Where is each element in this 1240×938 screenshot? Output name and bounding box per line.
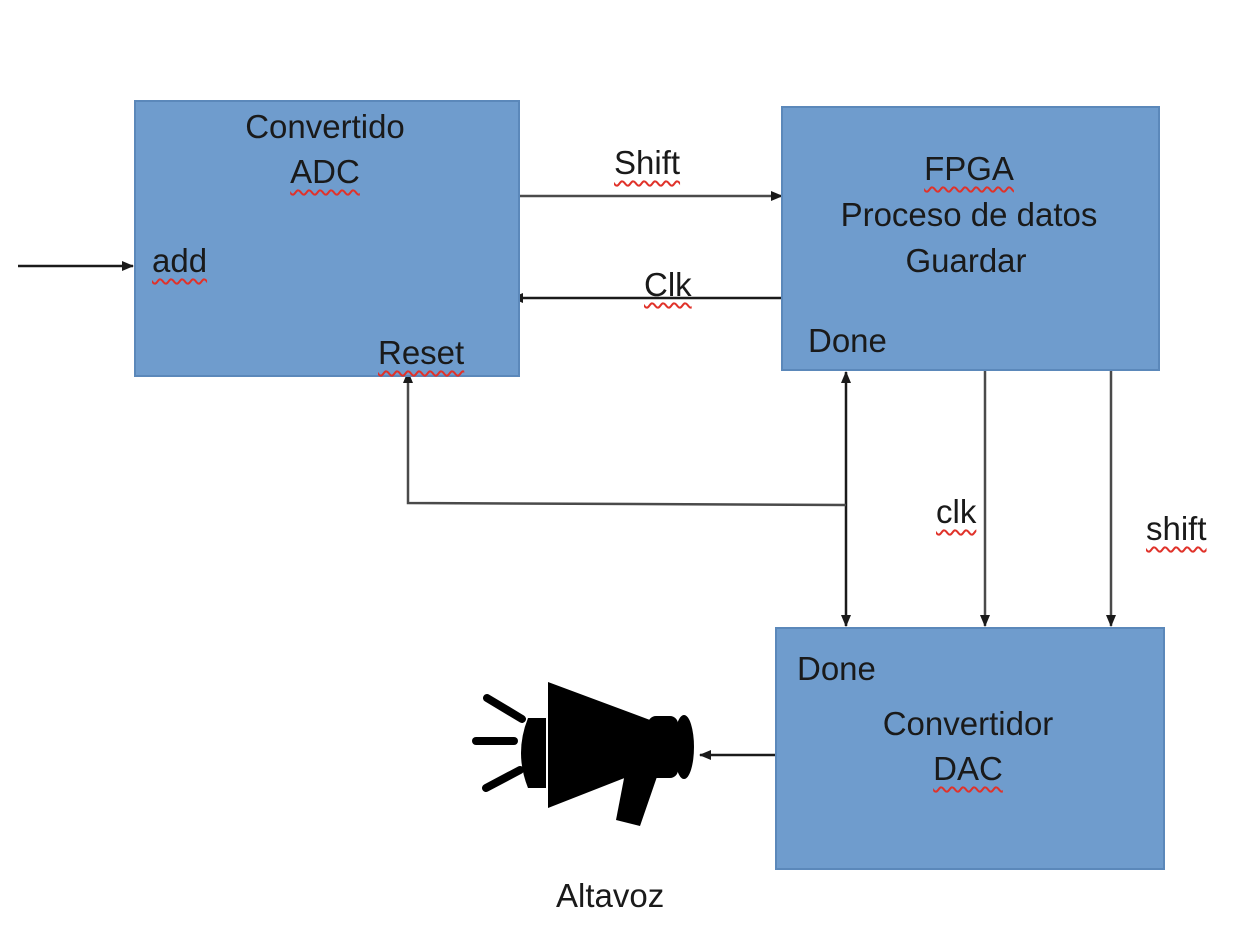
wire-label-dac-clk: clk (936, 493, 977, 530)
fpga-title-line1: FPGA (924, 150, 1014, 187)
adc-input-label: add (152, 242, 208, 279)
dac-block (775, 627, 1165, 870)
dac-done-label: Done (797, 650, 876, 687)
wire-label-dac-shift: shift (1146, 510, 1207, 547)
adc-title-line2: ADC (290, 153, 360, 190)
adc-title-line1: Convertido (245, 108, 405, 145)
adc-block (134, 100, 520, 377)
fpga-title-line3: Guardar (905, 242, 1027, 279)
fpga-done-label: Done (808, 322, 887, 359)
dac-title-line1: Convertidor (882, 705, 1054, 742)
megaphone-icon (472, 682, 694, 826)
fpga-block (781, 106, 1160, 371)
wire-label-shift: Shift (614, 144, 681, 181)
dac-title-line2: DAC (933, 750, 1003, 787)
speaker-label: Altavoz (556, 877, 665, 914)
wire-label-clk: Clk (644, 266, 692, 303)
fpga-title-line2: Proceso de datos (840, 196, 1098, 233)
adc-reset-label: Reset (378, 334, 465, 371)
wire-reset (403, 371, 847, 507)
